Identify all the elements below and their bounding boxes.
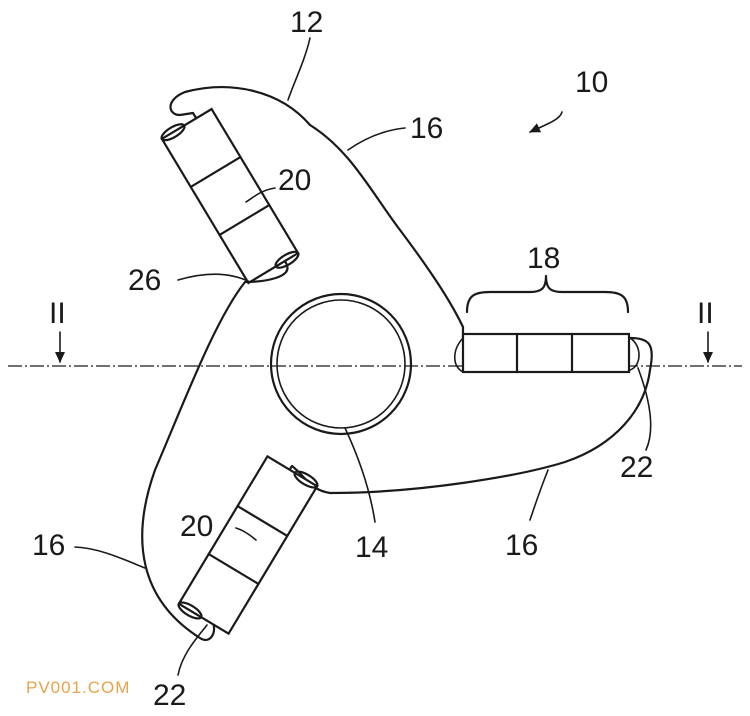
bore-inner [276, 299, 406, 429]
label-22-bottom: 22 [153, 679, 186, 712]
label-II-left: II [49, 297, 66, 330]
label-12: 12 [290, 6, 323, 39]
insert-row-right [461, 332, 631, 374]
insert-upper [160, 107, 300, 285]
leader-26 [177, 273, 251, 283]
leader-12 [287, 37, 311, 101]
leader-22-right [637, 367, 652, 451]
label-14: 14 [355, 531, 388, 564]
label-10: 10 [575, 66, 608, 99]
label-20-upper: 20 [278, 164, 311, 197]
leader-10 [529, 111, 563, 133]
bore-outer [269, 292, 413, 436]
leader-16-top [347, 127, 406, 151]
label-26: 26 [128, 264, 161, 297]
insert-lower [177, 454, 319, 636]
label-16-left: 16 [32, 529, 65, 562]
cusp-right [453, 337, 464, 373]
label-16-right: 16 [505, 529, 538, 562]
brace-18 [465, 274, 630, 314]
leader-14 [344, 427, 376, 523]
label-16-top: 16 [410, 112, 443, 145]
label-20-lower: 20 [180, 510, 213, 543]
leader-20-lower [235, 527, 257, 541]
leader-16-right [529, 469, 549, 521]
label-22-right: 22 [620, 451, 653, 484]
cusp-right-end [629, 337, 640, 371]
leader-16-left [74, 546, 146, 569]
leader-22-bottom [177, 624, 208, 676]
leader-20-upper [245, 187, 276, 203]
watermark: PV001.COM [26, 678, 130, 697]
label-II-right: II [697, 297, 714, 330]
body-outline [141, 86, 653, 641]
label-18: 18 [527, 242, 560, 275]
